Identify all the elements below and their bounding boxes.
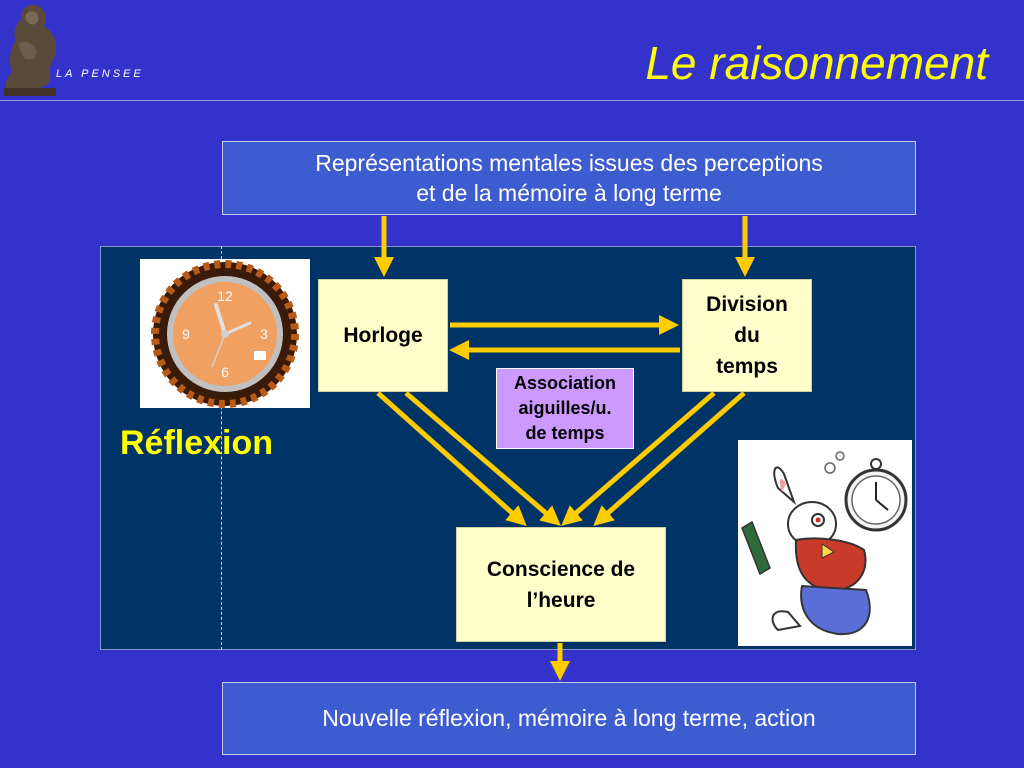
division-line-2: du bbox=[734, 324, 760, 347]
division-line-3: temps bbox=[716, 355, 778, 378]
reflexion-label: Réflexion bbox=[120, 424, 274, 462]
svg-text:9: 9 bbox=[182, 326, 190, 342]
white-rabbit-image bbox=[738, 440, 912, 646]
logo-text: LA PENSEE bbox=[56, 68, 144, 80]
perceptions-memory-box: Représentations mentales issues des perc… bbox=[222, 141, 916, 215]
new-reflection-box: Nouvelle réflexion, mémoire à long terme… bbox=[222, 682, 916, 755]
association-line-2: aiguilles/u. bbox=[518, 398, 612, 418]
svg-text:12: 12 bbox=[217, 288, 233, 304]
thinker-statue-icon bbox=[4, 4, 57, 96]
conscience-heure-box: Conscience de l’heure bbox=[456, 527, 666, 642]
horloge-box: Horloge bbox=[318, 279, 448, 392]
association-line-3: de temps bbox=[525, 423, 605, 443]
svg-text:6: 6 bbox=[221, 364, 229, 380]
title-divider bbox=[0, 100, 1024, 101]
conscience-line-2: l’heure bbox=[526, 588, 596, 612]
association-line-1: Association bbox=[513, 373, 617, 393]
division-du-temps-box: Division du temps bbox=[682, 279, 812, 392]
dashed-divider bbox=[221, 246, 222, 650]
association-box: Association aiguilles/u. de temps bbox=[496, 368, 634, 449]
page-title: Le raisonnement bbox=[645, 37, 988, 89]
conscience-line-1: Conscience de bbox=[486, 557, 636, 581]
top-box-line-1: Représentations mentales issues des perc… bbox=[315, 150, 823, 176]
top-box-line-2: et de la mémoire à long terme bbox=[416, 180, 722, 206]
white-rabbit-icon bbox=[741, 451, 908, 636]
watch-icon: 12 3 6 9 bbox=[151, 260, 299, 408]
division-line-1: Division bbox=[706, 293, 788, 316]
svg-text:3: 3 bbox=[260, 326, 268, 342]
watch-image: 12 3 6 9 bbox=[140, 259, 310, 408]
